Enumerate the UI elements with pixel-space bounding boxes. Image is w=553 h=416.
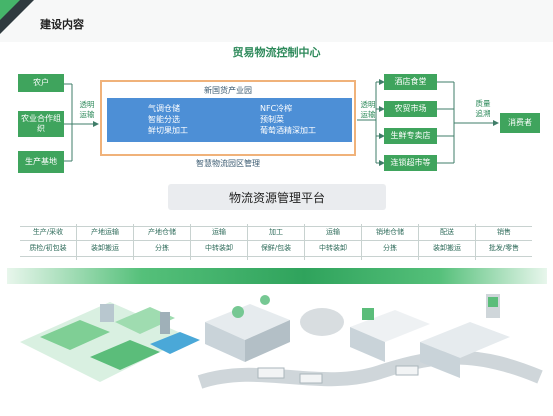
stage-cell: 销售批发/零售 [475,224,532,260]
source-coop: 农业合作组织 [18,111,64,137]
truck-shape [257,367,285,379]
flow-connectors [64,79,499,166]
stage-bottom-label: 装卸搬运 [433,244,461,252]
stage-top-label: 运输 [212,228,226,236]
stages-mid-rule [20,240,532,241]
logistics-illustration [20,294,543,389]
right-link-label: 透明运输 [360,100,376,119]
stage-cell: 生产/采收质检/初包装 [20,224,76,260]
truck-shape [299,373,323,384]
stage-bottom-label: 中转装卸 [205,244,233,252]
warehouse-wall-shape [205,322,245,362]
header-bar [0,0,553,42]
left-link-label: 透明运输 [79,100,95,119]
tree-shape [232,306,244,318]
facility-wall-shape [420,342,460,378]
stage-top-label: 销售 [497,228,511,236]
stage-bottom-label: 保鲜/包装 [260,244,292,252]
road-shape [197,350,543,389]
monitor-display-shape [362,308,374,320]
facility-wall-shape [350,327,385,362]
green-banner [7,268,547,284]
warehouse-roof-shape [205,304,290,340]
quality-trace-label: 质量追溯 [475,99,491,118]
stage-top-label: 生产/采收 [32,228,64,236]
consumer-box: 消费者 [500,113,540,133]
park-item: 葡萄酒精深加工 [260,126,316,135]
stage-top-label: 销地仓储 [376,228,404,236]
silo-shape [160,312,170,334]
silo-shape [100,304,114,322]
facility-roof-shape [350,310,430,342]
header-corner-green [0,0,20,20]
stage-bottom-label: 装卸搬运 [91,244,119,252]
stages-grid: 生产/采收质检/初包装产地运输装卸搬运产地仓储分拣运输中转装卸加工保鲜/包装运输… [20,224,532,264]
stage-top-label: 加工 [269,228,283,236]
stage-top-label: 运输 [326,228,340,236]
stages-row: 生产/采收质检/初包装产地运输装卸搬运产地仓储分拣运输中转装卸加工保鲜/包装运输… [20,224,532,260]
stage-cell: 销地仓储分拣 [361,224,418,260]
field-patch-shape [40,320,110,350]
stage-bottom-label: 质检/初包装 [29,244,67,252]
channel-fresh-store: 生鲜专卖店 [384,128,437,144]
stage-cell: 产地仓储分拣 [133,224,190,260]
stages-top-rule [20,226,532,227]
tree-shape [260,295,270,305]
park-functions-panel [107,98,352,142]
mound-shape [300,308,344,336]
park-item: NFC冷榨 [260,104,293,113]
stage-bottom-label: 分拣 [155,244,169,252]
field-patch-shape [90,340,160,370]
stage-top-label: 产地仓储 [148,228,176,236]
channel-market: 农贸市场 [384,101,437,117]
truck-shape [395,365,419,376]
stage-cell: 加工保鲜/包装 [247,224,304,260]
park-item: 智能分选 [148,115,180,124]
channel-hotel: 酒店食堂 [384,74,437,90]
channel-chain: 连锁超市等 [384,155,437,171]
stage-cell: 产地运输装卸搬运 [76,224,133,260]
stages-bottom-rule [20,256,532,257]
monitor-display-shape [488,297,498,307]
park-title: 新国货产业园 [204,86,252,95]
park-item: 气调仓储 [148,104,180,113]
facility-roof-shape [420,322,510,358]
stage-cell: 运输中转装卸 [304,224,361,260]
control-center-title: 贸易物流控制中心 [232,46,321,59]
stage-bottom-label: 中转装卸 [319,244,347,252]
pool-shape [150,332,200,354]
source-farmer: 农户 [18,74,64,92]
stage-cell: 配送装卸搬运 [418,224,475,260]
stage-top-label: 配送 [440,228,454,236]
park-item: 预制菜 [260,115,284,124]
stage-bottom-label: 批发/零售 [488,244,520,252]
park-col-1: 气调仓储 智能分选 鲜切果加工 [148,103,188,136]
park-item: 鲜切果加工 [148,126,188,135]
stage-top-label: 产地运输 [91,228,119,236]
page-title: 建设内容 [40,18,84,31]
platform-title: 物流资源管理平台 [168,184,386,210]
park-col-2: NFC冷榨 预制菜 葡萄酒精深加工 [260,103,316,136]
source-base: 生产基地 [18,151,64,173]
warehouse-wall-shape [245,320,290,362]
stage-cell: 运输中转装卸 [190,224,247,260]
stage-bottom-label: 分拣 [383,244,397,252]
park-footer: 智慧物流园区管理 [196,159,260,168]
